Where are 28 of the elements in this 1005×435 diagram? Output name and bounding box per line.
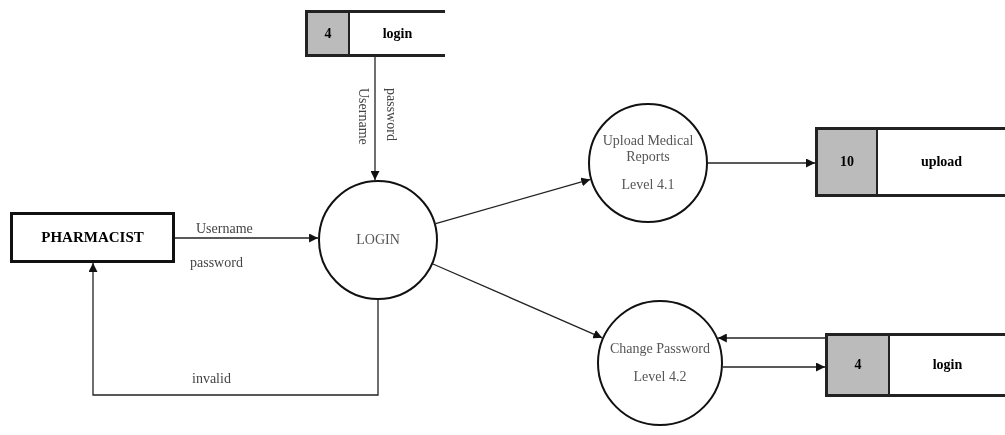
edge-label: Username — [356, 88, 370, 145]
flow-label: password — [384, 88, 398, 141]
data-store — [305, 10, 445, 57]
store-name: upload — [919, 153, 964, 171]
store-id: 10 — [818, 130, 878, 194]
edge-label: invalid — [192, 372, 231, 386]
arrow — [370, 56, 380, 181]
data-store — [815, 127, 1005, 197]
arrow — [88, 262, 379, 396]
edge-label: Username — [196, 222, 253, 236]
arrow — [174, 233, 319, 243]
arrow — [722, 362, 826, 372]
process-label: Change Password — [609, 340, 711, 357]
store-id: 4 — [828, 336, 890, 394]
arrow — [717, 333, 826, 343]
store-name: login — [381, 24, 414, 43]
arrow — [435, 177, 591, 225]
process-label: Upload Medical Reports — [601, 132, 695, 166]
process-label: Level 4.2 — [632, 369, 688, 386]
arrow — [707, 158, 816, 168]
entity-box: PHARMACIST — [10, 212, 175, 263]
process-label: Level 4.1 — [620, 177, 676, 194]
store-id: 4 — [308, 13, 350, 54]
store-name: login — [931, 356, 964, 374]
data-store — [825, 333, 1005, 397]
arrow — [432, 263, 603, 339]
process-label: LOGIN — [355, 231, 401, 249]
flow-label: password — [190, 256, 243, 270]
